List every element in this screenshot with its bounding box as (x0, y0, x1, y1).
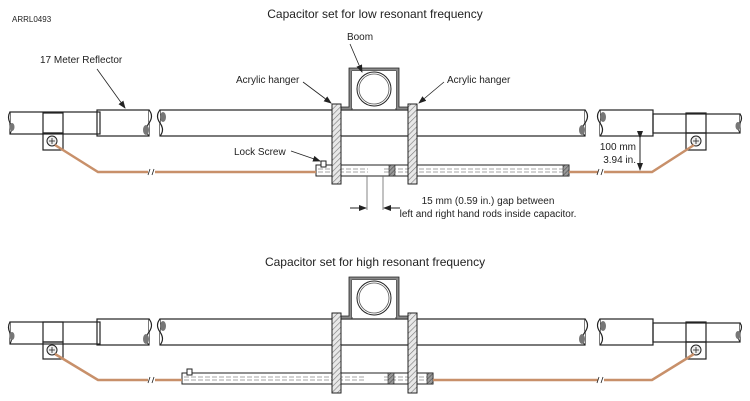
top-panel-title: Capacitor set for low resonant frequency (267, 7, 482, 21)
left-element-tip (7, 111, 101, 135)
acrylic-hanger-right (407, 312, 418, 394)
right-element-tip (652, 322, 743, 343)
right-element-tip (652, 113, 743, 134)
lock-screw (186, 368, 193, 376)
right-reflector-tube (596, 109, 654, 137)
figure-id: ARRL0493 (12, 15, 52, 24)
left-clamp (42, 112, 64, 151)
wire-left (54, 352, 148, 382)
hanger-right-label: Acrylic hanger (447, 75, 511, 86)
boom (338, 276, 411, 320)
hanger-left-label: Acrylic hanger (236, 75, 300, 86)
bottom-panel-title: Capacitor set for high resonant frequenc… (265, 255, 485, 269)
bottom-panel: Capacitor set for high resonant frequenc… (7, 255, 743, 394)
boom-label: Boom (347, 32, 373, 43)
left-element-tip (7, 321, 101, 345)
main-reflector-tube (156, 109, 589, 137)
capacitor-assembly (315, 160, 570, 177)
acrylic-hanger-left (331, 312, 342, 394)
lock-screw (320, 160, 327, 168)
capacitor-assembly (181, 368, 434, 385)
right-clamp (685, 112, 707, 151)
acrylic-hanger-left (331, 103, 342, 185)
right-clamp (685, 321, 707, 360)
left-reflector-tube (96, 109, 153, 137)
wire-left (54, 143, 148, 174)
reflector-label: 17 Meter Reflector (40, 55, 123, 66)
left-clamp (42, 321, 64, 360)
right-reflector-tube (596, 318, 654, 346)
boom (338, 67, 411, 111)
top-panel: Capacitor set for low resonant frequency (7, 7, 743, 220)
gap-label-line2: left and right hand rods inside capacito… (400, 209, 577, 220)
spacing-mm-label: 100 mm (600, 142, 636, 153)
spacing-in-label: 3.94 in. (603, 155, 636, 166)
left-reflector-tube (96, 318, 153, 346)
gap-label-line1: 15 mm (0.59 in.) gap between (422, 196, 555, 207)
acrylic-hanger-right (407, 103, 418, 185)
main-reflector-tube (156, 318, 589, 346)
lock-screw-label: Lock Screw (234, 147, 286, 158)
